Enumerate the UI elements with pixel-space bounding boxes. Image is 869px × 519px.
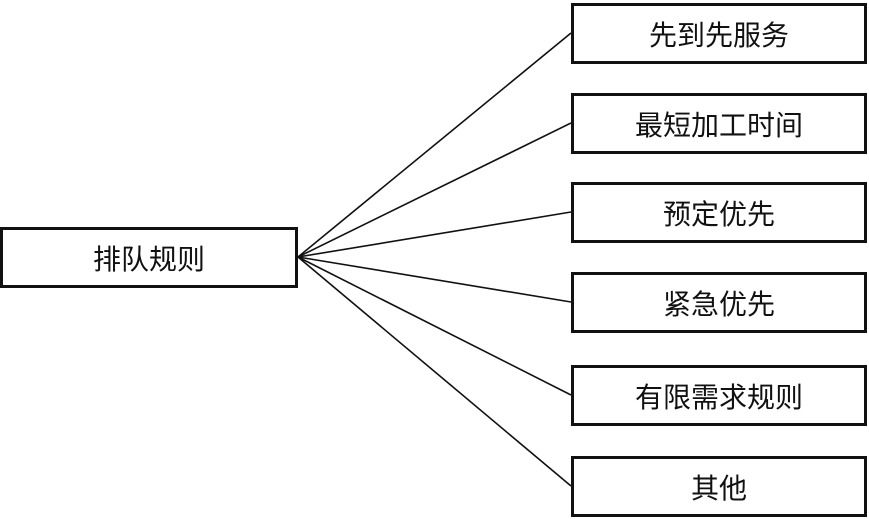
branch-node-label: 紧急优先 bbox=[662, 287, 775, 321]
branch-node-shortest-processing-time: 最短加工时间 bbox=[571, 93, 867, 154]
connector-line bbox=[297, 256, 572, 396]
connector-line bbox=[297, 122, 572, 258]
root-node: 排队规则 bbox=[0, 227, 298, 288]
branch-node-label: 先到先服务 bbox=[648, 18, 789, 52]
branch-node-label: 预定优先 bbox=[662, 197, 775, 231]
root-node-label: 排队规则 bbox=[92, 242, 205, 276]
branch-node-emergency-priority: 紧急优先 bbox=[571, 272, 867, 333]
connector-line bbox=[297, 32, 572, 258]
branch-node-label: 有限需求规则 bbox=[634, 380, 803, 414]
branch-node-label: 最短加工时间 bbox=[634, 108, 803, 142]
connector-line bbox=[297, 256, 572, 487]
branch-node-label: 其他 bbox=[690, 471, 747, 505]
branch-node-first-come-first-served: 先到先服务 bbox=[571, 3, 867, 64]
branch-node-limited-demand-rule: 有限需求规则 bbox=[571, 365, 867, 426]
branch-node-reservation-priority: 预定优先 bbox=[571, 182, 867, 243]
branch-node-other: 其他 bbox=[571, 456, 867, 517]
connector-line bbox=[297, 211, 572, 258]
connector-line bbox=[297, 256, 572, 303]
